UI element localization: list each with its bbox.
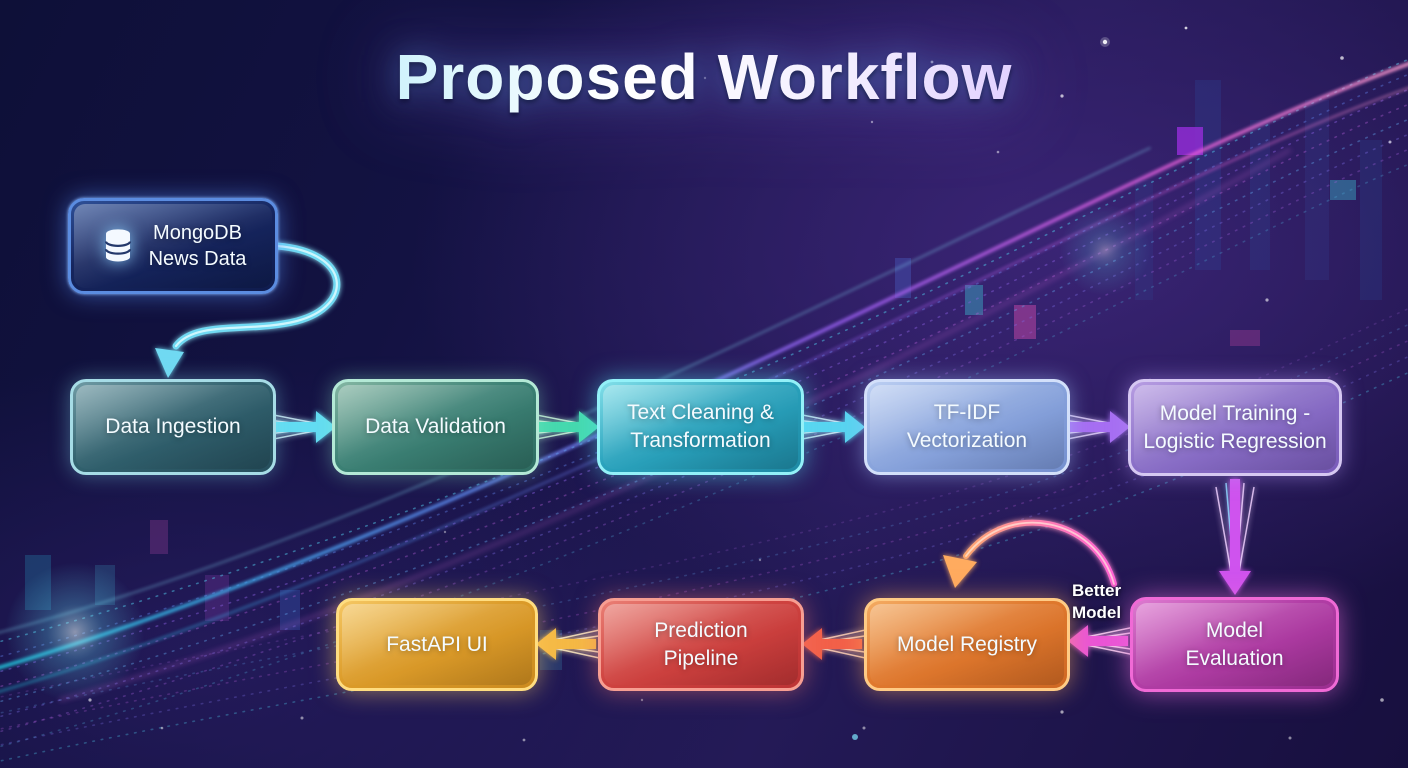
- node-model-registry: Model Registry: [864, 598, 1070, 691]
- node-label: Text Cleaning & Transformation: [626, 401, 775, 452]
- node-data-validation: Data Validation: [332, 379, 539, 475]
- node-model-training-logistic-regression: Model Training - Logistic Regression: [1128, 379, 1342, 476]
- node-label: Model Training - Logistic Regression: [1143, 401, 1327, 453]
- node-label: Data Ingestion: [105, 415, 241, 439]
- node-fastapi-ui: FastAPI UI: [336, 598, 538, 691]
- arrow-better-model-curved: [943, 519, 1117, 588]
- node-prediction-pipeline: Prediction Pipeline: [598, 598, 804, 691]
- node-data-ingestion: Data Ingestion: [70, 379, 276, 475]
- node-label: Prediction Pipeline: [654, 618, 748, 670]
- node-text-cleaning-transformation: Text Cleaning & Transformation: [597, 379, 804, 475]
- node-mongodb-news-data: MongoDB News Data: [68, 198, 278, 294]
- node-model-evaluation: Model Evaluation: [1130, 597, 1339, 692]
- database-icon: [100, 226, 136, 266]
- edge-label-better-model: Better Model: [1072, 581, 1122, 623]
- node-label: Data Validation: [365, 415, 506, 439]
- page-title: Proposed Workflow: [0, 40, 1408, 114]
- arrow-model-training-to-model-evaluation: [1215, 479, 1255, 595]
- node-label: Model Registry: [896, 632, 1038, 656]
- node-label: TF-IDF Vectorization: [906, 401, 1028, 452]
- node-label: MongoDB News Data: [148, 221, 247, 270]
- node-tfidf-vectorization: TF-IDF Vectorization: [864, 379, 1070, 475]
- node-label: FastAPI UI: [386, 632, 488, 656]
- node-label: Model Evaluation: [1185, 618, 1284, 670]
